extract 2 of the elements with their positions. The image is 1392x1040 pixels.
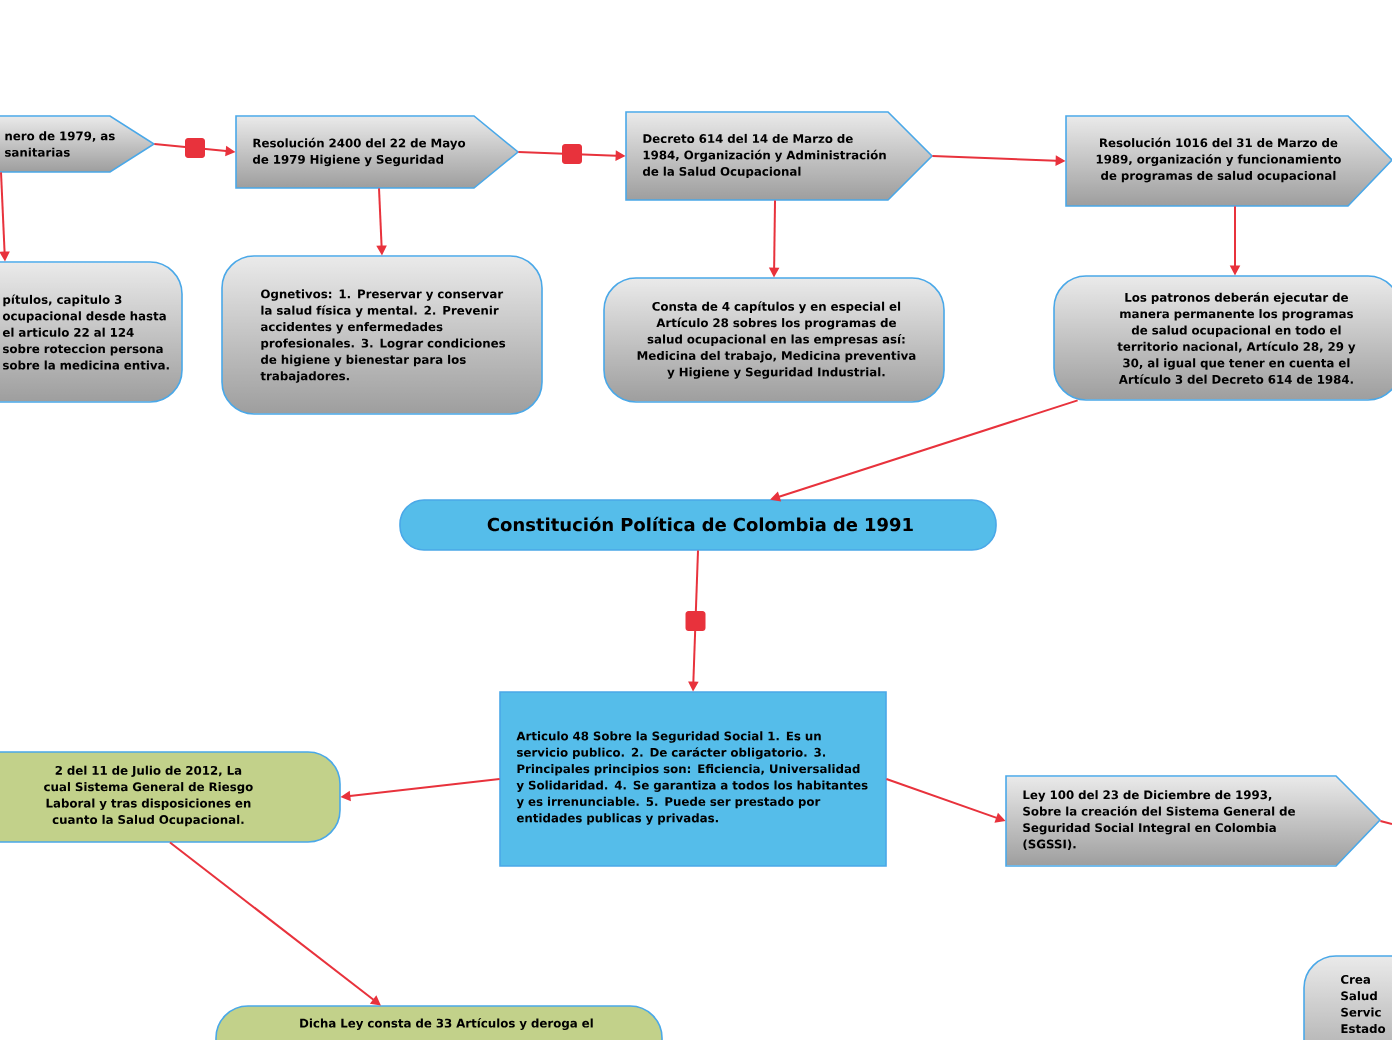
arrow <box>169 841 381 1006</box>
title-box: Constitución Política de Colombia de 1991 <box>399 499 997 551</box>
